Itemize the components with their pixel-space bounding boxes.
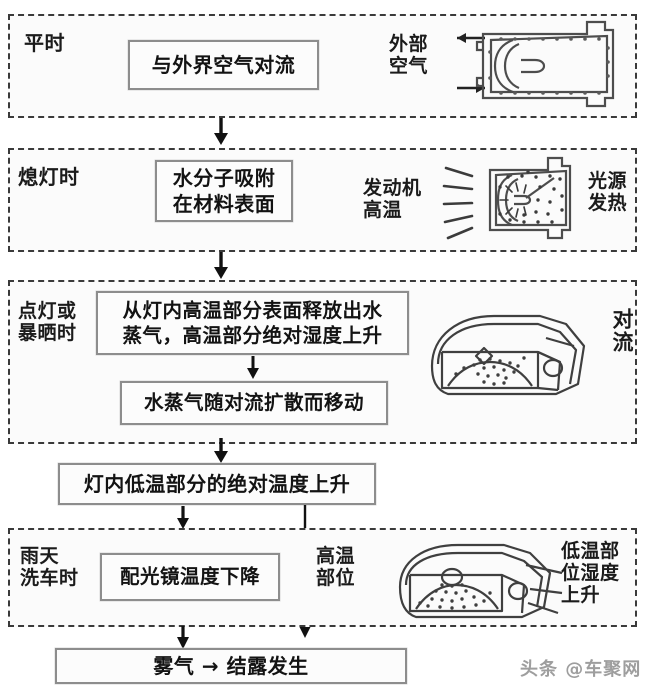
label-outside-air: 外部 空气: [389, 33, 429, 78]
headlamp-3d-convection-illustration: [430, 314, 586, 396]
flow-arrow-2: [214, 252, 228, 279]
label-engine-heat: 发动机 高温: [363, 177, 422, 222]
section-lights-off: [8, 148, 637, 252]
headlamp-top-view-airflow-illustration: [475, 20, 615, 108]
flow-arrow-4: [177, 506, 189, 529]
label-convection: 对流: [610, 308, 634, 354]
process-box-lens-temp-drop: 配光镜温度下降: [100, 553, 280, 601]
section-normal: [8, 14, 637, 118]
label-low-temp-humidity-rise: 低温部 位湿度 上升: [561, 540, 620, 607]
process-box-lights-off: 水分子吸附 在材料表面: [155, 160, 293, 222]
flow-arrow-1: [214, 118, 228, 145]
headlamp-3d-condensation-illustration: [398, 543, 563, 619]
process-box-normal: 与外界空气对流: [128, 40, 319, 90]
label-light-source-heat: 光源 发热: [588, 170, 628, 215]
stage-label-rain-wash: 雨天 洗车时: [20, 545, 79, 590]
watermark-source: 头条 @车聚网: [520, 659, 642, 680]
process-box-vapor-diffusion: 水蒸气随对流扩散而移动: [120, 381, 388, 425]
process-box-fog-condensation: 雾气 → 结露发生: [55, 648, 407, 684]
flow-arrow-5: [177, 626, 189, 649]
stage-label-lights-on: 点灯或 暴晒时: [18, 300, 77, 345]
process-box-vapor-release: 从灯内高温部分表面释放出水 蒸气，高温部分绝对湿度上升: [96, 291, 409, 355]
flow-arrow-3: [214, 438, 228, 463]
process-box-low-temp-rise: 灯内低温部分的绝对温度上升: [58, 463, 376, 505]
stage-label-lights-off: 熄灯时: [18, 165, 80, 189]
heat-rays-icon: [442, 166, 474, 240]
headlamp-moisture-dots-illustration: [488, 156, 572, 240]
stage-label-normal: 平时: [24, 31, 65, 55]
flow-arrow-inner-3: [247, 356, 259, 379]
label-high-temp-area: 高温 部位: [316, 545, 356, 590]
